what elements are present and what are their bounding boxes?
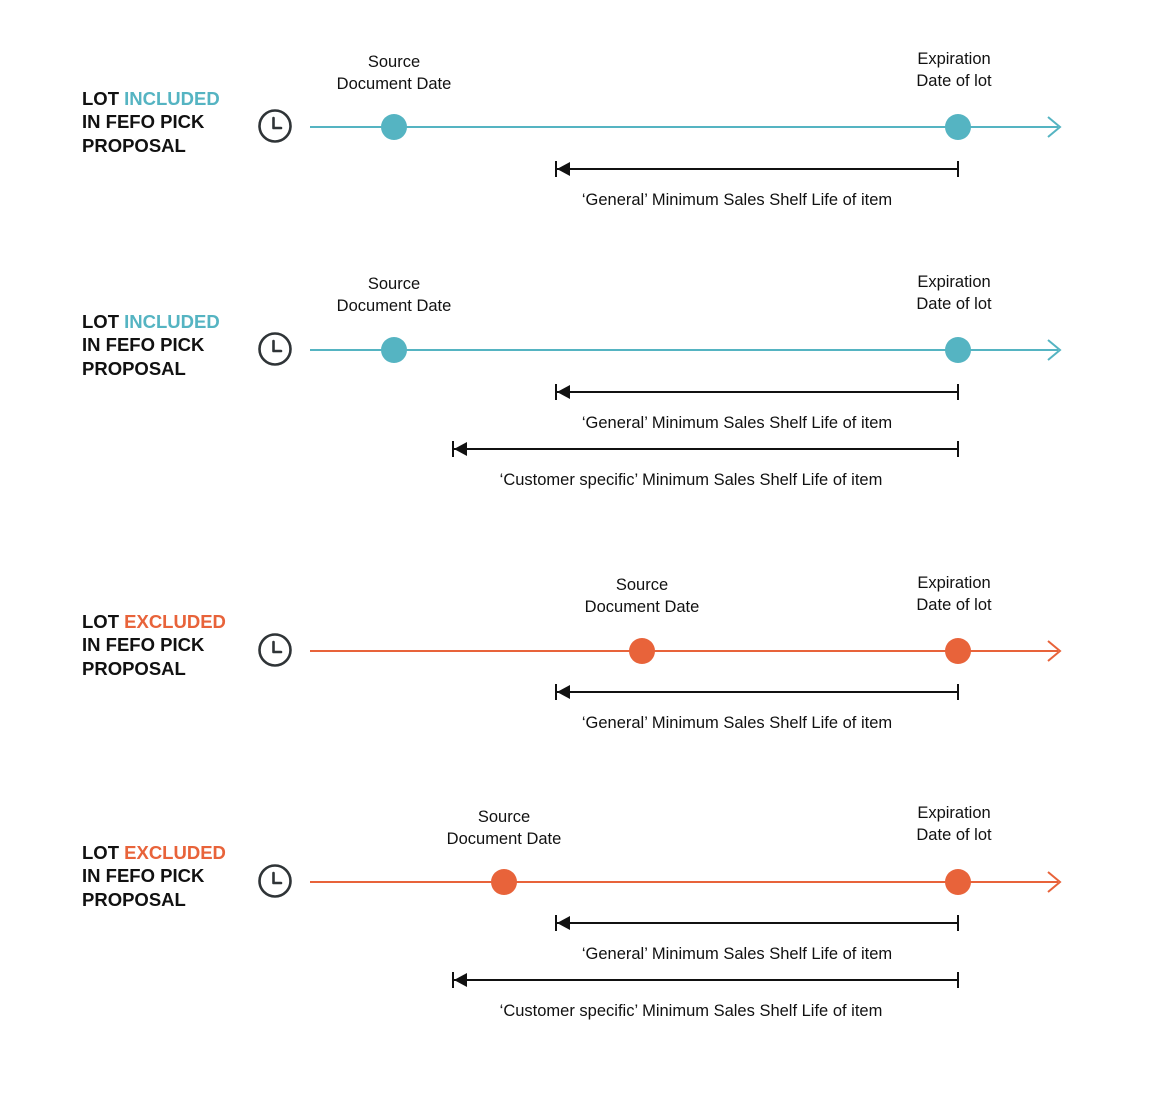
clock-icon: [258, 109, 292, 143]
source-date-label: Source Document Date: [584, 576, 700, 616]
expiration-date-label: Expiration Date of lot: [916, 804, 992, 844]
timeline-graphic: [310, 337, 1062, 457]
lot-word: LOT: [82, 611, 119, 632]
general-range-label: ‘General’ Minimum Sales Shelf Life of it…: [581, 714, 893, 732]
status-word: EXCLUDED: [124, 842, 226, 863]
source-date-label: Source Document Date: [336, 53, 452, 93]
expiration-date-label: Expiration Date of lot: [916, 50, 992, 90]
timeline-graphic: [310, 869, 1062, 988]
general-range-arrow: [555, 384, 959, 400]
scenario-status-label: LOT EXCLUDED IN FEFO PICK PROPOSAL: [82, 610, 226, 680]
label-line-2: IN FEFO PICK: [82, 865, 205, 887]
label-line-3: PROPOSAL: [82, 888, 186, 910]
label-line-2: IN FEFO PICK: [82, 111, 205, 133]
customer-range-arrow: [452, 441, 959, 457]
source-date-marker: [491, 869, 517, 895]
timeline-arrowhead: [1047, 339, 1062, 361]
source-date-label: Source Document Date: [446, 808, 562, 848]
label-line-3: PROPOSAL: [82, 657, 186, 679]
label-line-3: PROPOSAL: [82, 134, 186, 156]
expiration-date-marker: [945, 638, 971, 664]
general-range-arrow: [555, 684, 959, 700]
lot-word: LOT: [82, 311, 119, 332]
customer-range-label: ‘Customer specific’ Minimum Sales Shelf …: [499, 471, 883, 489]
clock-icon: [258, 864, 292, 898]
clock-icon: [258, 633, 292, 667]
general-range-label: ‘General’ Minimum Sales Shelf Life of it…: [581, 191, 893, 209]
expiration-date-marker: [945, 114, 971, 140]
expiration-date-label: Expiration Date of lot: [916, 273, 992, 313]
scenario-status-label: LOT EXCLUDED IN FEFO PICK PROPOSAL: [82, 841, 226, 911]
timeline-arrowhead: [1047, 871, 1062, 893]
scenario-status-label: LOT INCLUDED IN FEFO PICK PROPOSAL: [82, 87, 220, 157]
timeline-arrowhead: [1047, 640, 1062, 662]
status-word: INCLUDED: [124, 88, 220, 109]
lot-word: LOT: [82, 88, 119, 109]
customer-range-arrow: [452, 972, 959, 988]
label-line-2: IN FEFO PICK: [82, 634, 205, 656]
source-date-label: Source Document Date: [336, 275, 452, 315]
label-line-3: PROPOSAL: [82, 357, 186, 379]
status-word: INCLUDED: [124, 311, 220, 332]
timeline-graphic: [310, 114, 1062, 177]
label-line-2: IN FEFO PICK: [82, 334, 205, 356]
general-range-arrow: [555, 915, 959, 931]
general-range-arrow: [555, 161, 959, 177]
customer-range-label: ‘Customer specific’ Minimum Sales Shelf …: [499, 1002, 883, 1020]
expiration-date-marker: [945, 869, 971, 895]
timeline-arrowhead: [1047, 116, 1062, 138]
expiration-date-label: Expiration Date of lot: [916, 574, 992, 614]
status-word: EXCLUDED: [124, 611, 226, 632]
general-range-label: ‘General’ Minimum Sales Shelf Life of it…: [581, 414, 893, 432]
source-date-marker: [381, 337, 407, 363]
clock-icon: [258, 332, 292, 366]
scenario-status-label: LOT INCLUDED IN FEFO PICK PROPOSAL: [82, 310, 220, 380]
lot-word: LOT: [82, 842, 119, 863]
expiration-date-marker: [945, 337, 971, 363]
general-range-label: ‘General’ Minimum Sales Shelf Life of it…: [581, 945, 893, 963]
timeline-graphic: [310, 638, 1062, 700]
source-date-marker: [629, 638, 655, 664]
source-date-marker: [381, 114, 407, 140]
